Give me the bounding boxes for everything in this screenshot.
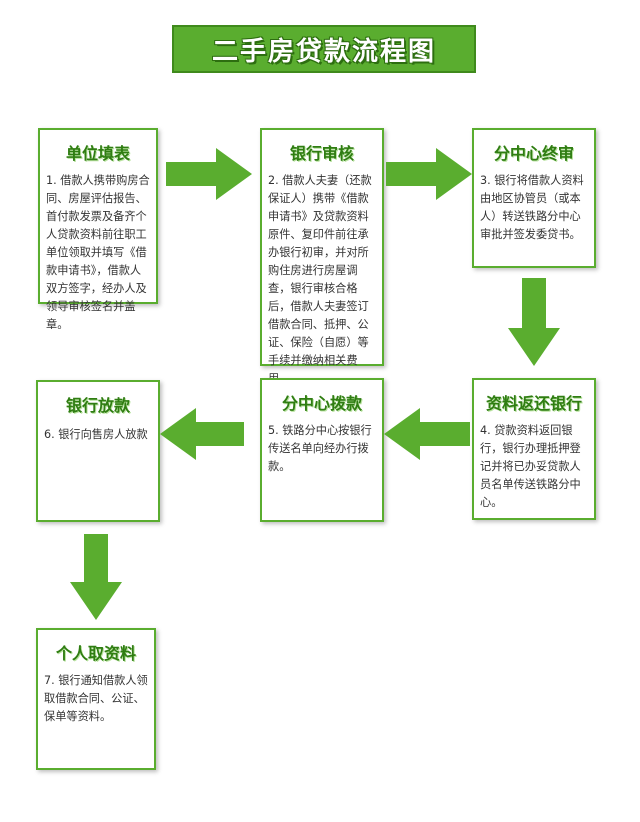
title-banner: 二手房贷款流程图 — [172, 25, 476, 73]
step-title-7: 个人取资料 — [55, 644, 136, 663]
step-title-1: 单位填表 — [65, 144, 130, 163]
step-text-2: 2. 借款人夫妻（还款保证人）携带《借款申请书》及贷款资料原件、复印件前往承办银… — [268, 174, 372, 385]
step-title-3: 分中心终审 — [493, 144, 574, 163]
arrow-down-icon — [70, 534, 122, 620]
step-box-6: 银行放款 6. 银行向售房人放款 — [36, 380, 160, 522]
step-box-5: 分中心拨款 5. 铁路分中心按银行传送名单向经办行拨款。 — [260, 378, 384, 522]
step-title-6: 银行放款 — [65, 396, 130, 415]
step-box-1: 单位填表 1. 借款人携带购房合同、房屋评估报告、首付款发票及备齐个人贷款资料前… — [38, 128, 158, 331]
arrow-right-icon — [166, 148, 252, 200]
step-text-4: 4. 贷款资料返回银行，银行办理抵押登记并将已办妥贷款人员名单传送铁路分中心。 — [480, 424, 581, 509]
step-box-7: 个人取资料 7. 银行通知借款人领取借款合同、公证、保单等资料。 — [36, 628, 156, 770]
step-title-2: 银行审核 — [289, 144, 354, 163]
step-box-2: 银行审核 2. 借款人夫妻（还款保证人）携带《借款申请书》及贷款资料原件、复印件… — [260, 128, 384, 385]
step-text-3: 3. 银行将借款人资料由地区协管员（或本人）转送铁路分中心审批并签发委贷书。 — [480, 174, 584, 241]
arrow-down-icon — [508, 278, 560, 366]
step-box-3: 分中心终审 3. 银行将借款人资料由地区协管员（或本人）转送铁路分中心审批并签发… — [472, 128, 596, 268]
page-title: 二手房贷款流程图 — [211, 36, 436, 67]
step-box-4: 资料返还银行 4. 贷款资料返回银行，银行办理抵押登记并将已办妥贷款人员名单传送… — [472, 378, 596, 520]
step-text-1: 1. 借款人携带购房合同、房屋评估报告、首付款发票及备齐个人贷款资料前往职工单位… — [46, 174, 150, 331]
step-title-4: 资料返还银行 — [485, 394, 582, 413]
arrow-right-icon — [386, 148, 472, 200]
step-text-6: 6. 银行向售房人放款 — [44, 428, 148, 441]
step-title-5: 分中心拨款 — [281, 394, 362, 413]
step-text-7: 7. 银行通知借款人领取借款合同、公证、保单等资料。 — [44, 674, 148, 723]
arrow-left-icon — [160, 408, 244, 460]
arrow-left-icon — [384, 408, 470, 460]
step-text-5: 5. 铁路分中心按银行传送名单向经办行拨款。 — [268, 424, 372, 473]
